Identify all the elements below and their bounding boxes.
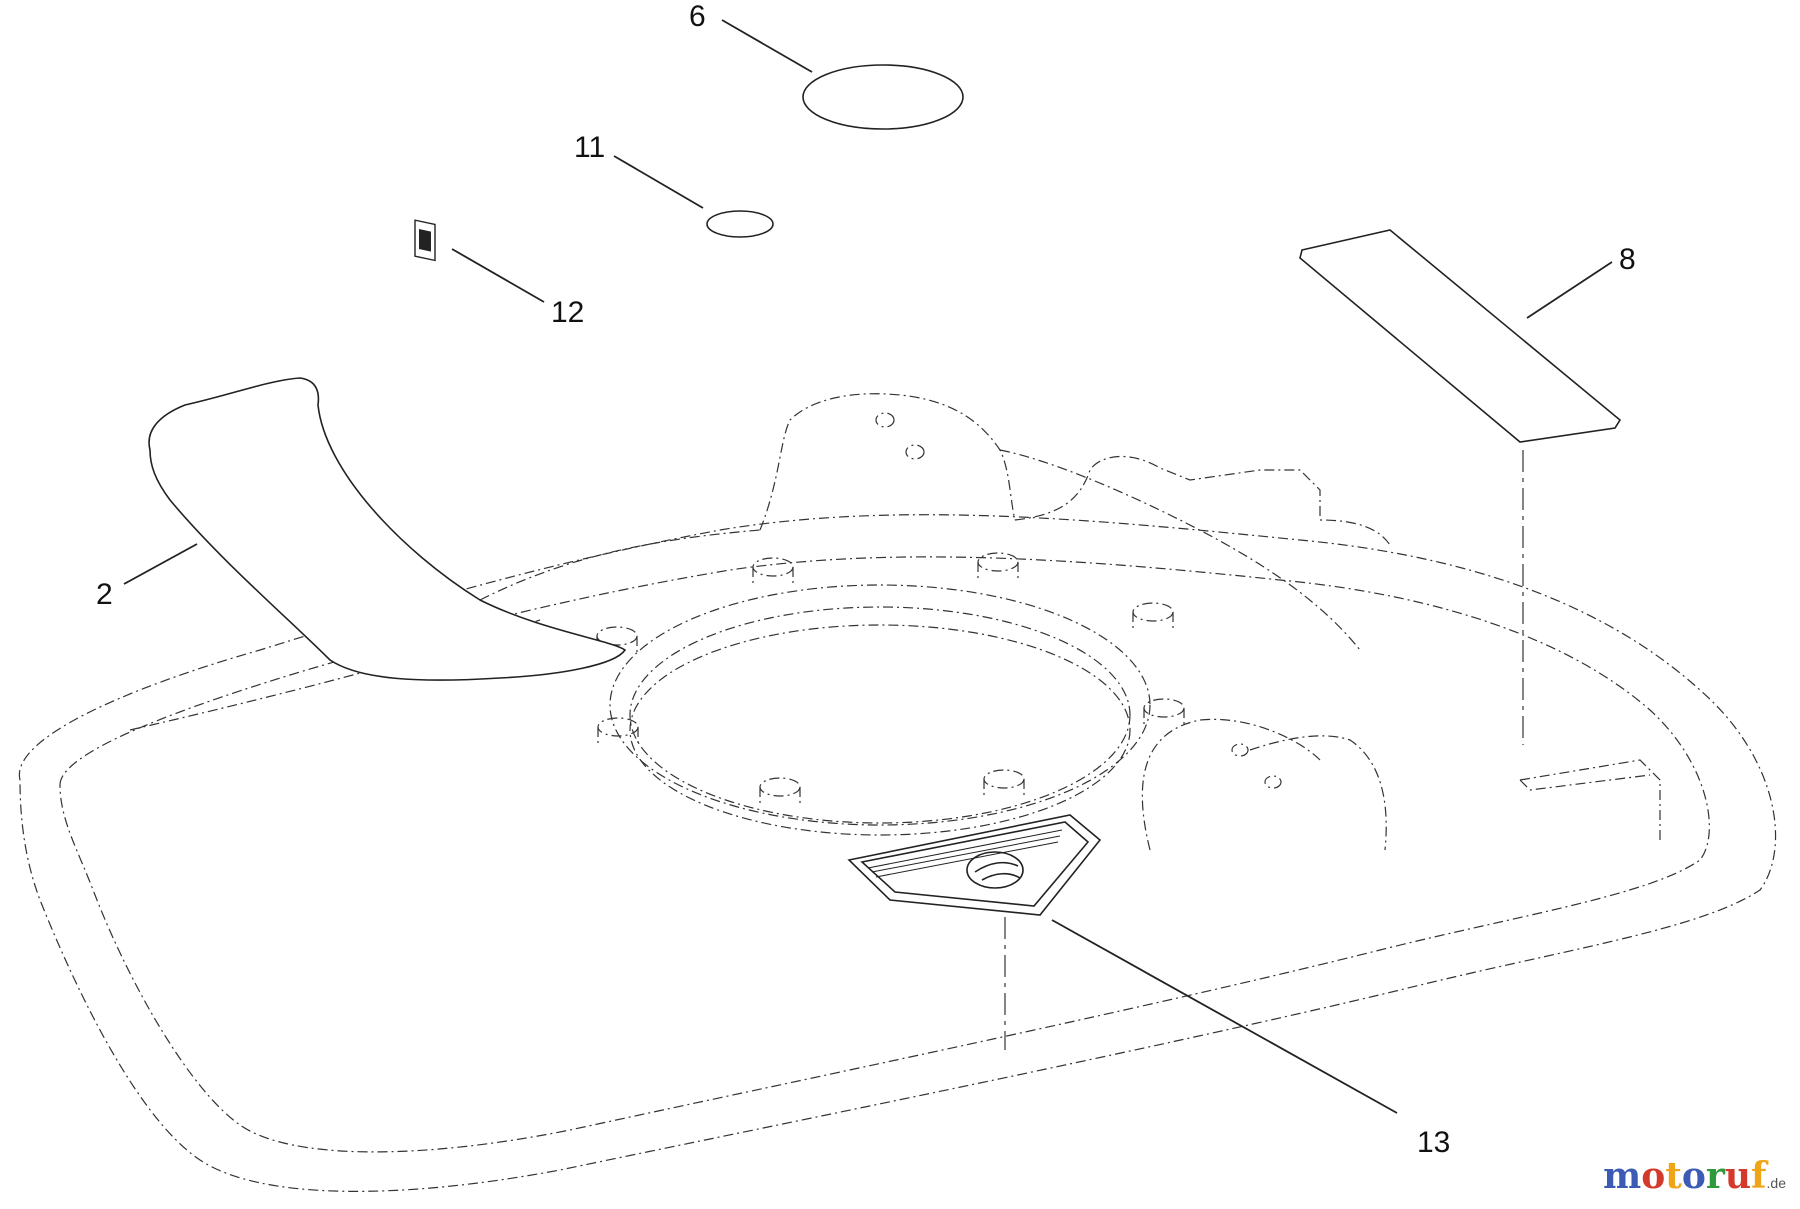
oval-decal-part-6 xyxy=(802,64,964,130)
hand-icon xyxy=(966,851,1024,889)
deck-housing xyxy=(18,393,1777,1192)
callout-6: 6 xyxy=(689,0,706,33)
callout-8: 8 xyxy=(1619,243,1636,276)
label-part-12 xyxy=(414,219,436,262)
leader-lines xyxy=(123,19,1613,1114)
watermark-letter: o xyxy=(1641,1155,1666,1197)
watermark-letter: o xyxy=(1681,1155,1706,1197)
oval-decal-part-11 xyxy=(706,210,774,238)
callout-12: 12 xyxy=(551,296,585,329)
rect-decal-part-8 xyxy=(1299,229,1622,443)
mounting-bosses xyxy=(596,412,1282,805)
side-decal-part-2 xyxy=(148,377,627,681)
hand-warning-decal-part-13 xyxy=(847,814,1102,916)
watermark-letter: t xyxy=(1665,1155,1682,1197)
callout-13: 13 xyxy=(1417,1126,1451,1159)
callout-11: 11 xyxy=(574,131,606,164)
watermark-letters: motoruf xyxy=(1603,1155,1766,1197)
callout-2: 2 xyxy=(96,578,113,611)
watermark-letter: u xyxy=(1724,1155,1752,1197)
watermark-logo: motoruf.de xyxy=(1603,1155,1786,1197)
watermark-tld: .de xyxy=(1766,1175,1786,1191)
watermark-letter: r xyxy=(1705,1155,1725,1197)
watermark-letter: f xyxy=(1751,1155,1767,1197)
watermark-letter: m xyxy=(1603,1155,1642,1197)
